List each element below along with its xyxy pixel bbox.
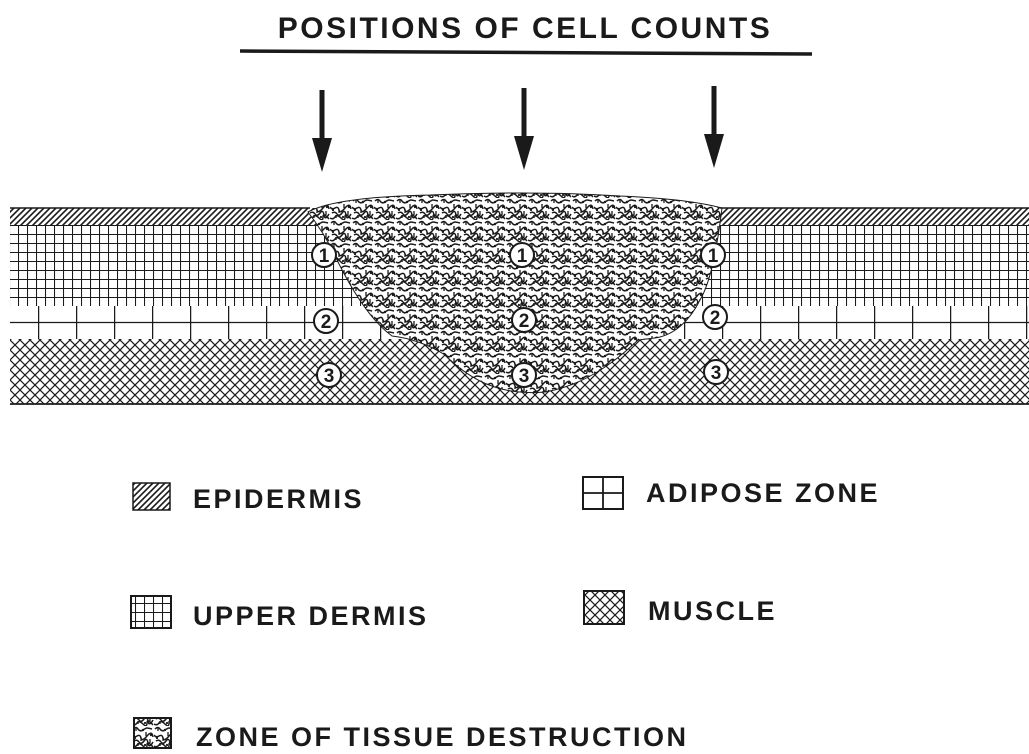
- legend-item-upper-dermis: UPPER DERMIS: [131, 596, 429, 631]
- legend-item-adipose: ADIPOSE ZONE: [583, 477, 880, 509]
- svg-text:3: 3: [711, 363, 722, 384]
- arrow-position-3: [704, 86, 724, 168]
- upper-dermis-swatch-icon: [131, 596, 171, 628]
- legend-label: ADIPOSE ZONE: [646, 478, 880, 508]
- marker-pos3-layer3: 3: [704, 360, 728, 384]
- arrow-position-1: [312, 90, 332, 172]
- marker-pos2-layer3: 3: [512, 363, 536, 387]
- svg-text:1: 1: [517, 246, 528, 267]
- marker-pos3-layer1: 1: [701, 243, 725, 267]
- epidermis-swatch-icon: [133, 483, 170, 510]
- marker-pos2-layer2: 2: [512, 308, 536, 332]
- svg-text:2: 2: [321, 312, 332, 333]
- marker-pos3-layer2: 2: [703, 305, 727, 329]
- diagram-title: POSITIONS OF CELL COUNTS: [278, 12, 772, 45]
- legend-item-epidermis: EPIDERMIS: [133, 483, 364, 514]
- legend-label: MUSCLE: [648, 596, 777, 626]
- legend-label: UPPER DERMIS: [193, 601, 429, 631]
- marker-pos2-layer1: 1: [510, 243, 534, 267]
- destruction-swatch-icon: [134, 718, 171, 748]
- muscle-swatch-icon: [584, 591, 624, 624]
- title-underline: [240, 51, 812, 54]
- marker-pos1-layer2: 2: [314, 309, 338, 333]
- legend-item-muscle: MUSCLE: [584, 591, 777, 626]
- svg-text:2: 2: [710, 308, 721, 329]
- legend-item-destruction: ZONE OF TISSUE DESTRUCTION: [134, 718, 689, 752]
- svg-text:1: 1: [708, 246, 719, 267]
- svg-text:3: 3: [324, 366, 335, 387]
- legend-label: EPIDERMIS: [193, 484, 364, 514]
- count-arrows: [312, 86, 724, 172]
- marker-pos1-layer3: 3: [317, 363, 341, 387]
- legend-label: ZONE OF TISSUE DESTRUCTION: [196, 722, 689, 752]
- legend: EPIDERMIS ADIPOSE ZONE UPPER DERMIS MUSC…: [131, 477, 880, 752]
- marker-pos1-layer1: 1: [312, 243, 336, 267]
- title-group: POSITIONS OF CELL COUNTS: [240, 12, 812, 54]
- svg-text:3: 3: [519, 366, 530, 387]
- arrow-position-2: [514, 88, 534, 170]
- svg-text:2: 2: [519, 311, 530, 332]
- svg-text:1: 1: [319, 246, 330, 267]
